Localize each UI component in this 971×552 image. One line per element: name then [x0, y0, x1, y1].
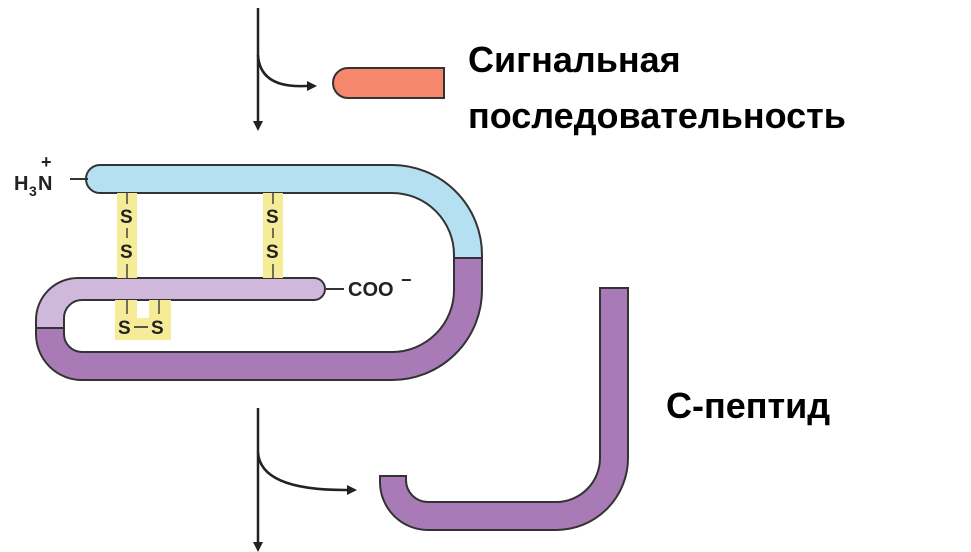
signal-sequence-label-line1: Сигнальная — [468, 39, 681, 80]
sulfur-atom: S — [151, 318, 164, 339]
n-terminus-charge: + — [41, 152, 52, 172]
bottom-cleavage-arrow — [253, 408, 357, 552]
signal-sequence-bar — [332, 67, 445, 99]
sulfur-atom: S — [120, 207, 133, 228]
n-terminus-h: H — [14, 173, 28, 195]
c-terminus: COO − — [326, 270, 412, 301]
signal-sequence-label-line2: последовательность — [468, 95, 846, 136]
c-peptide-segment-folded — [35, 257, 483, 381]
a-chain — [35, 277, 326, 329]
c-peptide-label: С-пептид — [666, 385, 830, 426]
sulfur-atom: S — [120, 242, 133, 263]
c-terminus-coo: COO — [348, 279, 394, 301]
sulfur-atom: S — [266, 242, 279, 263]
b-chain — [85, 164, 483, 259]
disulfide-bond-1: S S — [117, 193, 137, 278]
sulfur-atom: S — [118, 318, 131, 339]
c-terminus-charge: − — [401, 270, 412, 290]
n-terminus-n: N — [38, 173, 52, 195]
n-terminus: H 3 N + — [14, 152, 88, 199]
top-cleavage-arrow — [253, 8, 317, 131]
sulfur-atom: S — [266, 207, 279, 228]
c-peptide-released — [379, 287, 629, 531]
n-terminus-subscript: 3 — [29, 183, 37, 199]
disulfide-bond-2: S S — [263, 193, 283, 278]
disulfide-bond-3: S S — [115, 300, 171, 340]
